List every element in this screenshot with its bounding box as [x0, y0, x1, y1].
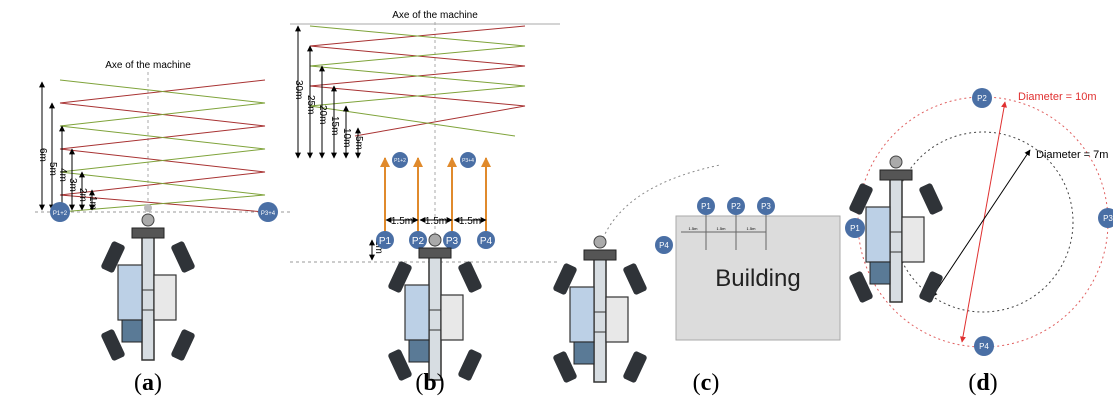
spacing-label: 1.5m [459, 216, 481, 227]
measure-points-row: P1 P2 P3 P4 [376, 231, 495, 249]
height-label: 5m [353, 136, 364, 150]
measure-point-label: P2 [731, 202, 741, 211]
spacing-label: 1.5m [391, 216, 413, 227]
building-rect [675, 215, 841, 341]
measure-point-p12 [392, 152, 408, 168]
outer-diameter-label: Diameter = 10m [1018, 91, 1097, 103]
measure-point-label: P4 [659, 241, 669, 250]
height-label: 2m [77, 188, 88, 202]
measure-point-label: P4 [979, 342, 989, 351]
caption-b: (b) [415, 370, 444, 396]
height-label: 10m [341, 128, 352, 147]
outer-diameter-line [959, 101, 1008, 343]
measure-point-label: P1 [379, 236, 392, 247]
measure-point-label: P3 [761, 202, 771, 211]
measure-point-label: P4 [480, 236, 493, 247]
spacing-label: 1.5m [689, 226, 699, 231]
panel-a: Axe of the machine 6m 5m 4m 3m 2m 1m P1+… [35, 60, 290, 396]
spacing-label: 1.5m [425, 216, 447, 227]
measure-point-label: P2 [412, 236, 425, 247]
caption-a: (a) [134, 370, 162, 396]
measure-point-label: P1+2 [394, 158, 406, 164]
measure-points: P2 P1 P3 P4 [845, 88, 1113, 356]
zigzag-pattern [309, 25, 526, 137]
building-label: Building [715, 265, 800, 292]
panel-b-title: Axe of the machine [392, 10, 478, 21]
height-markers [295, 25, 361, 159]
measure-point-label: P1 [850, 224, 860, 233]
height-label: 3m [67, 178, 78, 192]
measure-points: P1 P2 P3 P4 [655, 197, 775, 254]
measure-point-label: P3 [446, 236, 459, 247]
inner-diameter-label: Diameter = 7m [1036, 149, 1108, 161]
panel-a-title: Axe of the machine [105, 60, 191, 71]
measure-point-label: P2 [977, 94, 987, 103]
height-label: 20m [317, 105, 328, 124]
zigzag-pattern [59, 79, 266, 213]
spacing-label: 1.5m [717, 226, 727, 231]
measure-point-p34 [258, 202, 278, 222]
panel-c: Building 1.5m 1.5m 1.5m P1 P2 P3 P4 (c) [551, 164, 841, 396]
height-markers [39, 81, 95, 211]
measure-point-p12 [50, 202, 70, 222]
panel-d: Diameter = 10m Diameter = 7m P2 P1 P3 P4… [845, 88, 1113, 396]
measure-point-label: P3 [1103, 214, 1113, 223]
trajectory-curve [594, 164, 721, 273]
height-label: 5m [47, 162, 58, 176]
measure-point-label: P3+4 [261, 211, 276, 217]
height-label: 4m [57, 168, 68, 182]
measure-point-label: P1 [701, 202, 711, 211]
machine-drawing [99, 213, 197, 363]
height-label: 30m [293, 80, 304, 99]
machine-drawing [551, 235, 649, 385]
height-label: 1m [87, 196, 98, 210]
height-label: 6m [37, 148, 48, 162]
measure-point-label: P3+4 [462, 158, 474, 164]
caption-c: (c) [693, 370, 720, 396]
spacing-label: 1.5m [747, 226, 757, 231]
measure-point-p34 [460, 152, 476, 168]
inner-diameter-line [931, 149, 1031, 298]
spacing-markers [369, 217, 487, 261]
machine-drawing [386, 233, 484, 383]
panel-b: Axe of the machine 30m 25m 20m 15m 10m 5… [290, 10, 560, 396]
height-label: 15m [329, 116, 340, 135]
caption-d: (d) [968, 370, 997, 396]
measure-point-label: P1+2 [53, 211, 68, 217]
offset-label: 1m [373, 240, 384, 254]
height-label: 25m [305, 95, 316, 114]
